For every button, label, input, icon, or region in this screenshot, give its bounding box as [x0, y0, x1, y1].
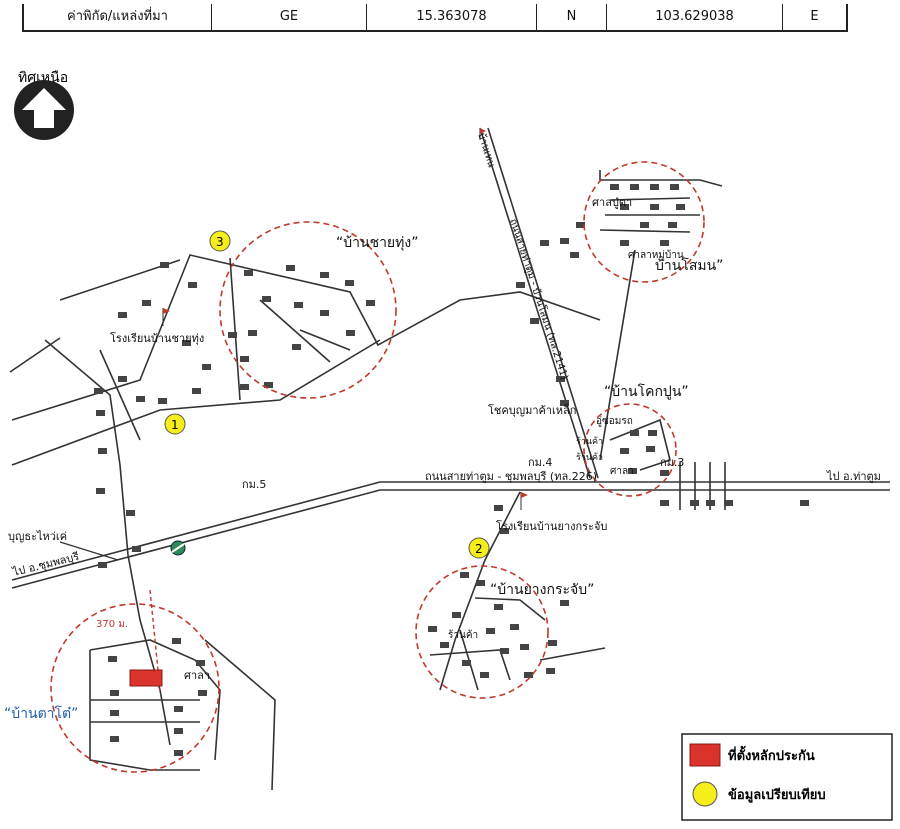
marker-1	[164, 413, 186, 435]
village-yang-krachap: “บ้านยางกระจับ”	[490, 582, 594, 598]
legend: ที่ตั้งหลักประกัน ข้อมูลเปรียบเทียบ	[681, 733, 893, 821]
distance-label: 370 ม.	[96, 619, 128, 630]
legend-guarantee-swatch	[689, 743, 721, 767]
north-arrow-icon	[14, 80, 74, 140]
label-shop-3: ร้านค้า	[448, 629, 478, 641]
label-school-yang: โรงเรียนบ้านยางกระจับ	[496, 519, 607, 533]
road-network	[9, 127, 890, 791]
north-road	[479, 127, 591, 479]
label-car-repair: อู่ซ่อมรถ	[596, 416, 633, 427]
marker-2-label: 2	[475, 542, 483, 556]
label-km3: กม.3	[660, 456, 684, 469]
label-shop-2: ร้านค้า	[576, 452, 603, 463]
coordinate-table: ค่าพิกัด/แหล่งที่มา GE 15.363078 N 103.6…	[22, 4, 848, 32]
circle-ta-to	[50, 603, 220, 773]
north-label: ทิศเหนือ	[18, 70, 68, 86]
distance-line	[149, 589, 161, 691]
label-bunyodth: บุญธะไหว่เค่	[8, 530, 67, 543]
coord-lat-dir: N	[537, 4, 607, 30]
label-km4: กม.4	[528, 456, 552, 469]
label-sala-khok: ศาลา	[610, 466, 634, 477]
guarantee-location-marker	[129, 669, 163, 687]
coord-source: GE	[212, 4, 367, 30]
coord-label: ค่าพิกัด/แหล่งที่มา	[24, 4, 212, 30]
label-shop-steel: โชคบุญมาค้าเหล็ก	[488, 403, 576, 417]
comparison-markers: 3 1 2	[164, 230, 490, 559]
houses	[94, 184, 809, 756]
village-chai-thung: “บ้านชายทุ่ง”	[336, 235, 418, 251]
village-ta-to: “บ้านตาโต๋”	[4, 705, 78, 722]
village-circles	[50, 161, 705, 773]
marker-1-label: 1	[171, 418, 179, 432]
marker-2	[468, 537, 490, 559]
label-km5: กม.5	[242, 478, 266, 491]
circle-khok-pun	[583, 403, 677, 497]
circle-chai-thung	[219, 221, 397, 399]
pointer-line	[59, 541, 119, 561]
marker-3	[209, 230, 231, 252]
school-flag-icon	[162, 128, 528, 510]
coord-lon-dir: E	[810, 9, 819, 24]
coord-latitude: 15.363078	[367, 4, 537, 30]
north-road-edge	[487, 127, 599, 479]
label-to-tha-tum: ไป อ.ท่าตูม	[826, 470, 881, 483]
label-main-road: ถนนสายท่าตูม - ชุมพลบุรี (ทล.226)	[425, 470, 597, 483]
road-sign-icon	[170, 540, 186, 556]
label-shop-1: ร้านค้า	[576, 436, 603, 447]
label-sala-village: ศาลาหมู่บ้าน	[628, 249, 684, 261]
label-to-chumphon: ไป อ.ชุมพลบุรี	[11, 550, 81, 579]
legend-compare-label: ข้อมูลเปรียบเทียบ	[728, 787, 826, 803]
legend-compare-swatch	[692, 781, 718, 807]
main-highway-edge	[11, 489, 890, 589]
main-highway	[11, 481, 890, 581]
label-sala-ta-to: ศาลา	[184, 669, 210, 682]
label-school-chai-thung: โรงเรียนบ้านชายทุ่ง	[110, 331, 204, 345]
village-saman: บ้านโสมน”	[655, 257, 723, 274]
coord-longitude: 103.629038	[607, 4, 783, 30]
label-sala-pu-ta: ศาลปู่ตา	[592, 196, 632, 209]
village-khok-pun: “บ้านโคกปูน”	[604, 383, 689, 400]
circle-yang-krachap	[415, 565, 549, 699]
circle-saman	[583, 161, 705, 283]
marker-3-label: 3	[216, 235, 224, 249]
legend-guarantee-label: ที่ตั้งหลักประกัน	[728, 745, 815, 764]
